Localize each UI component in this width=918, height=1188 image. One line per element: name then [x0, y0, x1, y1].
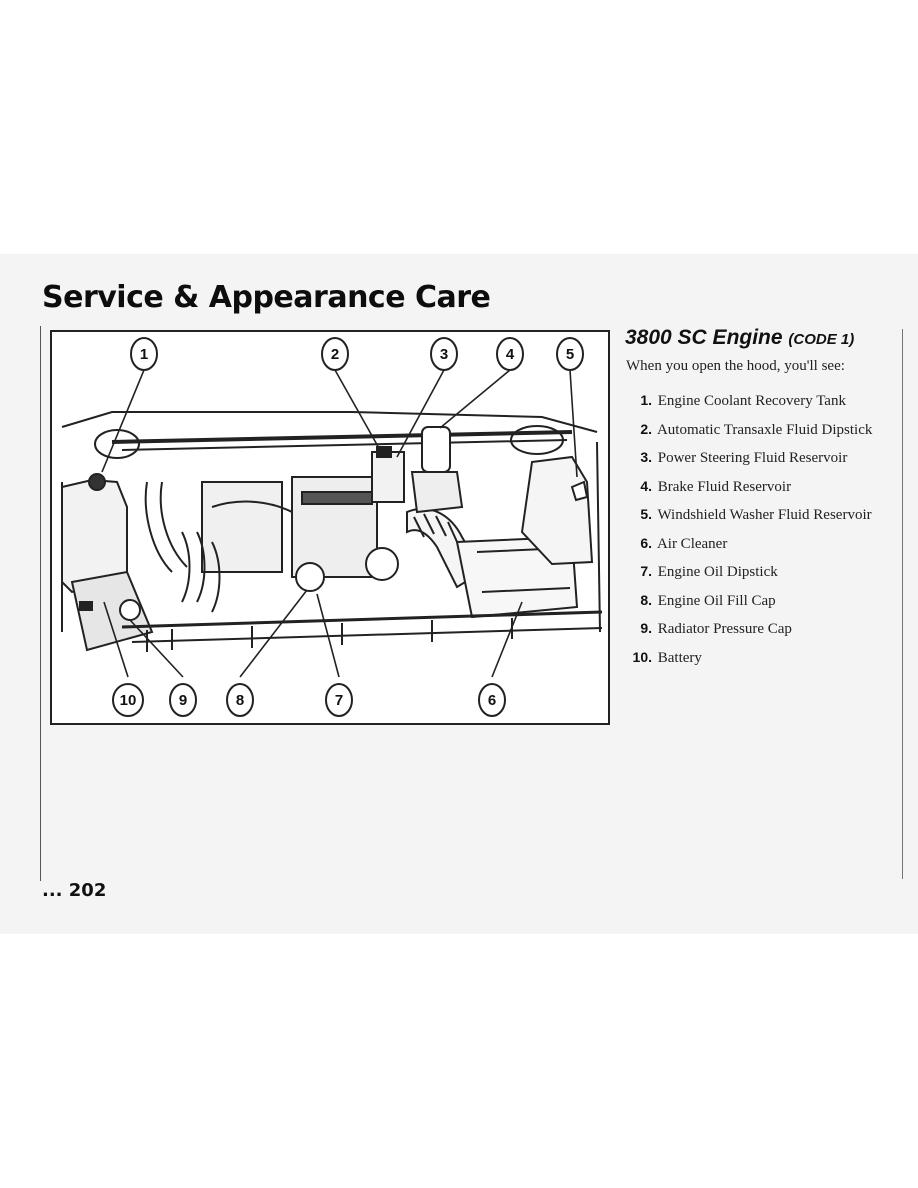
list-item: 8. Engine Oil Fill Cap [622, 586, 872, 615]
list-item: 10. Battery [622, 643, 872, 672]
item-label: Air Cleaner [656, 535, 728, 552]
list-item: 4. Brake Fluid Reservoir [622, 472, 872, 501]
list-item: 9. Radiator Pressure Cap [622, 614, 872, 643]
item-number: 6. [640, 534, 652, 551]
callout-label-9: 9 [179, 692, 187, 709]
callout-label-2: 2 [331, 346, 339, 363]
engine-drawing [61, 411, 603, 652]
page-title: Service & Appearance Care [42, 280, 491, 315]
right-margin-rule [902, 329, 903, 879]
callout-leaders [101, 369, 578, 678]
callouts [112, 337, 584, 717]
section-heading-main: 3800 SC Engine [625, 326, 783, 349]
item-number: 8. [640, 591, 652, 608]
item-number: 5. [640, 506, 652, 522]
engine-compartment-diagram: 1 2 3 4 5 10 9 8 7 6 [50, 330, 610, 725]
callout-1 [130, 337, 158, 371]
callout-label-4: 4 [506, 346, 515, 363]
callout-10 [112, 683, 144, 717]
callout-label-8: 8 [236, 692, 244, 709]
manual-page: Service & Appearance Care [0, 254, 918, 934]
list-item: 7. Engine Oil Dipstick [622, 557, 872, 586]
section-intro: When you open the hood, you'll see: [626, 358, 845, 374]
callout-3 [430, 337, 458, 371]
callout-4 [496, 337, 524, 371]
item-number: 4. [640, 477, 652, 494]
callout-label-7: 7 [335, 692, 343, 709]
item-label: Brake Fluid Reservoir [657, 478, 792, 495]
list-item: 3. Power Steering Fluid Reservoir [622, 443, 872, 472]
item-label: Power Steering Fluid Reservoir [657, 450, 848, 466]
section-heading-code: (CODE 1) [788, 331, 855, 348]
item-label: Engine Coolant Recovery Tank [657, 393, 846, 409]
item-label: Engine Oil Dipstick [657, 564, 778, 580]
item-number: 2. [640, 420, 652, 437]
left-margin-rule [40, 326, 41, 881]
item-label: Radiator Pressure Cap [657, 621, 792, 637]
callout-label-6: 6 [488, 692, 496, 709]
item-label: Automatic Transaxle Fluid Dipstick [656, 421, 873, 438]
callout-label-10: 10 [120, 692, 137, 709]
section-heading: 3800 SC Engine (CODE 1) [625, 326, 854, 350]
callout-2 [321, 337, 349, 371]
callout-label-1: 1 [140, 346, 148, 363]
callout-9 [169, 683, 197, 717]
item-number: 1. [640, 392, 652, 408]
item-label: Windshield Washer Fluid Reservoir [657, 507, 872, 523]
callout-7 [325, 683, 353, 717]
parts-list: 1. Engine Coolant Recovery Tank 2. Autom… [622, 386, 873, 672]
callout-5 [556, 337, 584, 371]
item-number: 9. [640, 620, 652, 636]
page-number: ... 202 [42, 880, 107, 901]
callout-label-5: 5 [566, 346, 574, 363]
item-label: Battery [657, 649, 702, 666]
item-number: 10. [632, 648, 652, 665]
callout-8 [226, 683, 254, 717]
callout-6 [478, 683, 506, 717]
callout-label-3: 3 [440, 346, 448, 363]
list-item: 5. Windshield Washer Fluid Reservoir [622, 500, 872, 529]
item-label: Engine Oil Fill Cap [657, 592, 776, 609]
list-item: 6. Air Cleaner [622, 529, 872, 558]
list-item: 1. Engine Coolant Recovery Tank [622, 386, 872, 415]
list-item: 2. Automatic Transaxle Fluid Dipstick [622, 415, 872, 444]
item-number: 7. [640, 563, 652, 579]
item-number: 3. [640, 449, 652, 465]
